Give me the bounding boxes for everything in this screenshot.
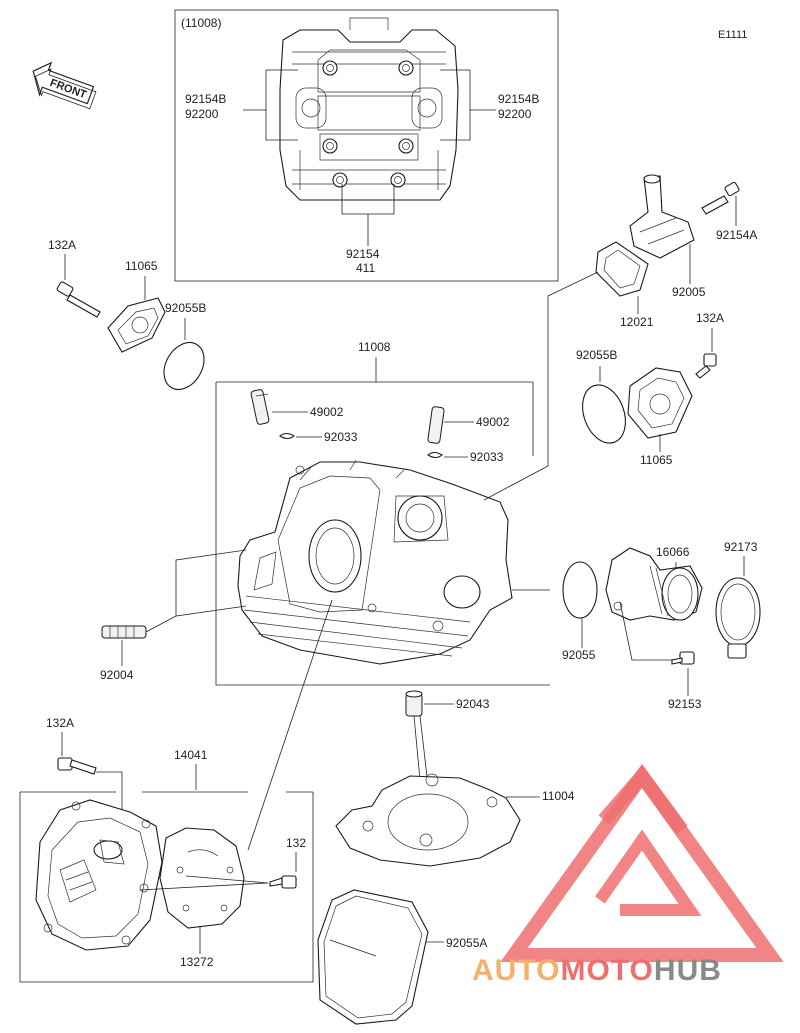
- dowel-92043: [405, 690, 423, 717]
- head-gasket-11004: [335, 773, 521, 867]
- watermark-part-auto: AUTO: [472, 954, 560, 987]
- cylinder-head-top-view: [279, 17, 459, 201]
- front-arrow-icon: FRONT: [32, 61, 97, 110]
- label-132: 132: [286, 836, 306, 850]
- watermark-text: AUTOMOTOHUB: [472, 954, 722, 987]
- gasket-12021: [595, 241, 649, 297]
- water-fitting-92005: [629, 174, 695, 259]
- valve-cap-11065-left: [107, 297, 166, 353]
- o-ring-92055: [562, 561, 598, 619]
- label-49002-left: 49002: [310, 405, 344, 419]
- bolt-132A-bottom-left: [57, 757, 97, 775]
- top-detail-box: [174, 9, 559, 282]
- bolt-132A-left: [56, 281, 101, 318]
- label-11065-right: 11065: [640, 453, 673, 467]
- label-92154-bottom: 92154: [346, 247, 380, 261]
- label-92173: 92173: [724, 540, 758, 554]
- valve-guide-49002-left: [250, 389, 270, 425]
- label-top-box-ref: (11008): [181, 16, 221, 30]
- label-92200-left: 92200: [185, 107, 219, 121]
- watermark-part-hub: HUB: [654, 954, 722, 987]
- bolt-132A-right: [695, 353, 717, 379]
- label-11008: 11008: [358, 340, 391, 354]
- label-92153: 92153: [668, 697, 702, 711]
- label-14041: 14041: [174, 748, 208, 762]
- label-13272: 13272: [180, 955, 214, 969]
- label-92154A: 92154A: [716, 228, 757, 242]
- label-132A-right: 132A: [696, 311, 724, 325]
- label-411: 411: [356, 261, 375, 275]
- label-12021: 12021: [620, 315, 654, 329]
- clamp-92173: [715, 577, 761, 659]
- label-16066: 16066: [656, 545, 690, 559]
- valve-cap-11065-right: [627, 367, 693, 439]
- gasket-92055A: [317, 889, 429, 1025]
- label-132A-bottom-left: 132A: [46, 716, 74, 730]
- label-92055B-left: 92055B: [165, 301, 206, 315]
- circlip-92033-right: [427, 451, 443, 459]
- label-92005: 92005: [672, 285, 706, 299]
- label-92033-right: 92033: [470, 450, 504, 464]
- label-92043: 92043: [456, 697, 490, 711]
- diagram-code: E1111: [718, 29, 747, 41]
- label-92055A: 92055A: [446, 936, 487, 950]
- label-92154B-left: 92154B: [185, 92, 226, 106]
- watermark-part-moto: MOTO: [560, 954, 653, 987]
- label-132A-top-left: 132A: [48, 238, 76, 252]
- bolt-132: [269, 875, 297, 889]
- bolt-92154A: [701, 181, 740, 215]
- label-11004: 11004: [542, 789, 575, 803]
- label-92200-right: 92200: [498, 107, 532, 121]
- gasket-13272: [159, 827, 245, 929]
- label-92033-left: 92033: [324, 430, 358, 444]
- cylinder-head-11008: [237, 459, 513, 665]
- bolt-92153: [671, 651, 695, 665]
- o-ring-92055B-right: [582, 384, 626, 444]
- label-49002-right: 49002: [476, 415, 510, 429]
- dowel-pin-92004: [101, 625, 147, 639]
- label-92055: 92055: [562, 648, 596, 662]
- intake-holder-16066: [605, 547, 703, 621]
- watermark-logo: [500, 763, 784, 962]
- label-11065-left: 11065: [125, 259, 158, 273]
- valve-guide-49002-right: [427, 406, 445, 444]
- label-92055B-right: 92055B: [576, 348, 617, 362]
- label-92004: 92004: [100, 668, 134, 682]
- circlip-92033-left: [279, 432, 295, 440]
- label-92154B-right: 92154B: [498, 92, 539, 106]
- bottom-detail-box: [19, 791, 314, 983]
- o-ring-92055B-left: [163, 342, 205, 390]
- generator-cover-14041: [35, 799, 163, 951]
